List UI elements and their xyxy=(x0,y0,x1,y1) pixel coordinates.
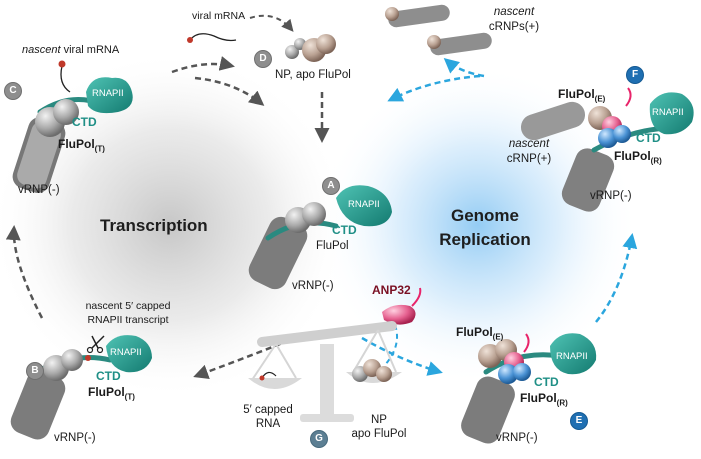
rnapii-label-a: RNAPII xyxy=(348,199,380,210)
arrow-f-to-crnps xyxy=(443,58,485,78)
arrow-viral-mrna-to-np xyxy=(249,14,294,32)
vrnp-label-b: vRNP(-) xyxy=(54,432,96,444)
vrnp-label-e: vRNP(-) xyxy=(496,432,538,444)
rnapii-label-e: RNAPII xyxy=(556,351,588,362)
rnapii-label-f: RNAPII xyxy=(652,107,684,118)
badge-b: B xyxy=(26,362,44,380)
arrow-c-to-d xyxy=(171,56,235,74)
rnapii-blob xyxy=(550,333,597,375)
label-nascent-crnp-2: cRNP(+) xyxy=(506,153,552,165)
complex-b xyxy=(10,335,152,440)
complex-f xyxy=(520,87,694,212)
rnapii-blob xyxy=(336,185,392,227)
ctd-label-f: CTD xyxy=(636,131,661,145)
flupol-t-label-b: FluPol(T) xyxy=(88,385,135,402)
flupol-t-label-c: FluPol(T) xyxy=(58,137,105,154)
label-capped-transcript-2: RNAPII transcript xyxy=(87,314,169,326)
complex-c xyxy=(12,60,133,193)
nascent-mrna-strand xyxy=(60,65,71,93)
complex-a xyxy=(248,185,392,290)
replication-glow xyxy=(318,65,638,385)
rnapii-blob xyxy=(86,77,133,114)
vrnp-label-f: vRNP(-) xyxy=(590,190,632,202)
complex-d xyxy=(187,33,336,62)
badge-d: D xyxy=(254,50,272,68)
label-np-apo-flupol-d: NP, apo FluPol xyxy=(275,69,351,81)
label-nascent-crnps-1: nascent xyxy=(493,6,535,18)
arrow-g-to-e xyxy=(361,336,443,376)
flupol-e-label-f: FluPol(E) xyxy=(558,87,606,104)
anp32-protein xyxy=(382,287,422,325)
vrnp-label-c: vRNP(-) xyxy=(18,184,60,196)
label-apo-flupol-g: apo FluPol xyxy=(351,428,407,440)
label-capped-rna-2: RNA xyxy=(255,418,281,430)
rnapii-blob xyxy=(106,335,152,373)
label-capped-transcript-1: nascent 5′ capped xyxy=(85,300,171,312)
complex-e xyxy=(461,333,597,444)
arrow-f-to-a xyxy=(387,74,481,102)
label-nascent-crnp-1: nascent xyxy=(508,138,550,150)
label-nascent-crnps-2: cRNPs(+) xyxy=(488,21,540,33)
label-viral-mrna: viral mRNA xyxy=(192,10,246,22)
ctd-label-b: CTD xyxy=(96,369,121,383)
badge-c: C xyxy=(4,82,22,100)
ctd-label-c: CTD xyxy=(72,115,97,129)
flupol-r-label-e: FluPol(R) xyxy=(520,391,568,408)
vrnp-label-a: vRNP(-) xyxy=(292,280,334,292)
flupol-e-label-e: FluPol(E) xyxy=(456,325,504,342)
rnapii-label-c: RNAPII xyxy=(92,88,124,99)
flupol-r-label-f: FluPol(R) xyxy=(614,149,662,166)
rnapii-label-b: RNAPII xyxy=(110,347,142,358)
label-nascent-viral-mrna: nascent viral mRNA xyxy=(22,44,120,56)
arrow-b-to-c xyxy=(5,225,44,319)
label-capped-rna-1: 5′ capped xyxy=(243,404,293,416)
transcription-glow xyxy=(0,50,350,400)
viral-mrna-strand xyxy=(189,33,237,42)
rnapii-blob xyxy=(649,92,694,135)
badge-e: E xyxy=(570,412,588,430)
section-transcription: Transcription xyxy=(100,216,208,235)
nascent-crnps xyxy=(385,4,492,56)
section-genome: Genome xyxy=(450,206,520,225)
ctd-label-a: CTD xyxy=(332,223,357,237)
arrow-e-to-f xyxy=(595,233,638,323)
section-replication: Replication xyxy=(439,230,531,249)
scissors-icon xyxy=(86,335,105,354)
badge-a: A xyxy=(322,177,340,195)
label-np-g: NP xyxy=(371,414,387,426)
anp32-label: ANP32 xyxy=(372,283,411,297)
badge-f: F xyxy=(626,66,644,84)
badge-g: G xyxy=(310,430,328,448)
ctd-label-e: CTD xyxy=(534,375,559,389)
flupol-label-a: FluPol xyxy=(316,240,349,252)
balance-scale-icon xyxy=(248,321,402,422)
